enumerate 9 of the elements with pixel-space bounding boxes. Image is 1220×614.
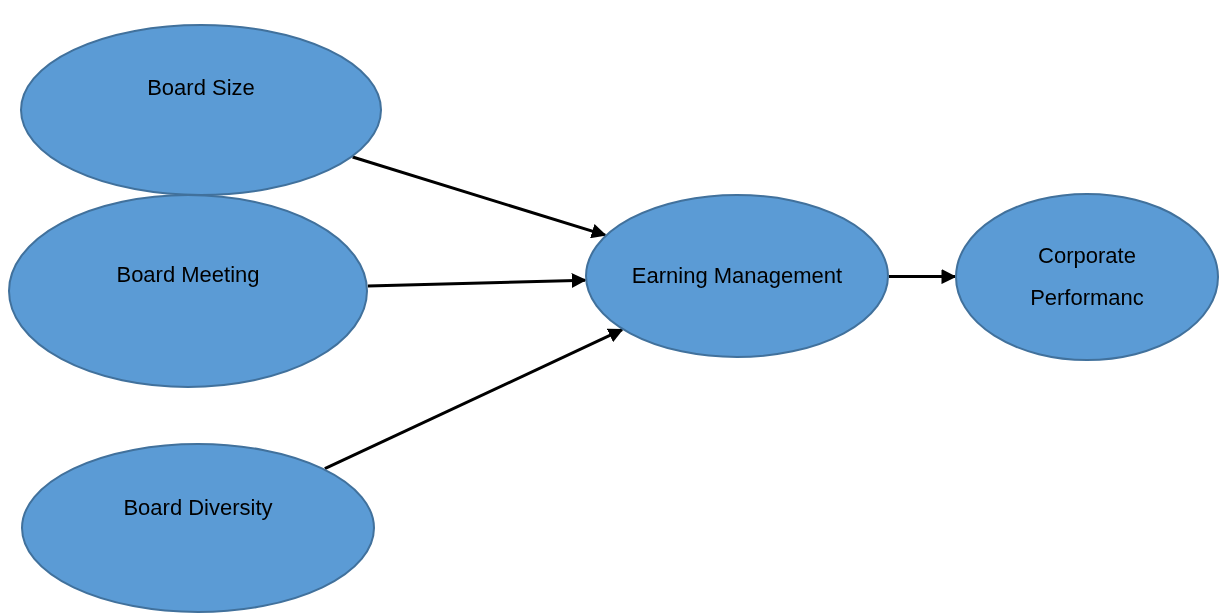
arrow (367, 273, 587, 288)
arrow (889, 269, 957, 285)
node-label: Corporate Performanc (1029, 242, 1145, 312)
node-label: Board Diversity (122, 494, 274, 523)
node-label: Board Meeting (115, 261, 261, 290)
node-label: Board Size (146, 74, 256, 103)
node-label: Earning Management (630, 262, 844, 291)
arrow (324, 328, 624, 471)
arrow (352, 155, 607, 239)
